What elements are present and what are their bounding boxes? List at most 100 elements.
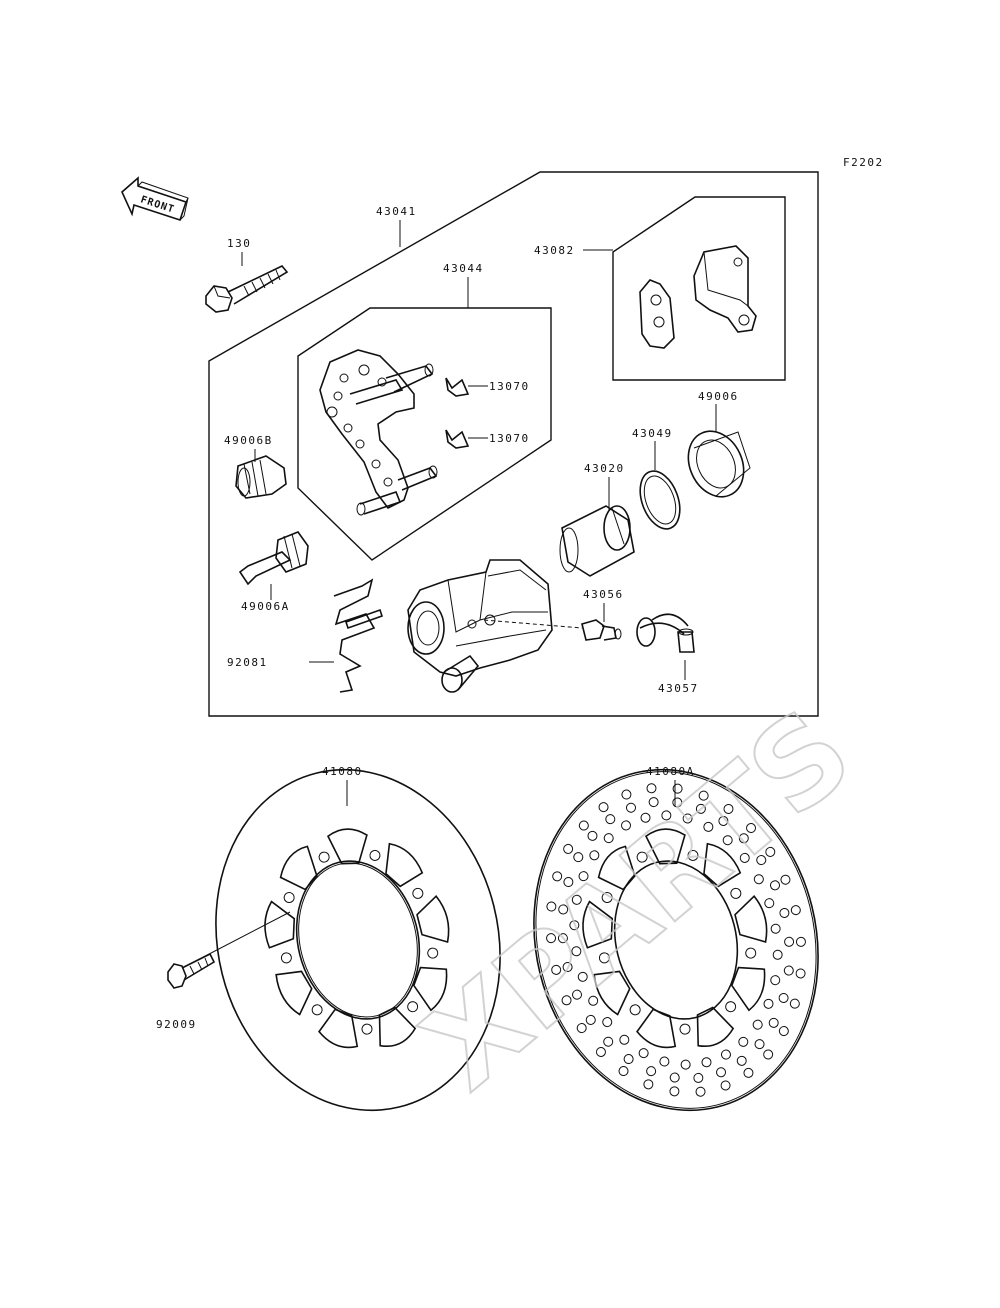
disc-vent-hole	[598, 802, 609, 813]
disc-bolt-hole	[629, 1004, 641, 1016]
disc-slot	[378, 1006, 417, 1048]
disc-vent-hole	[578, 871, 589, 882]
disc-vent-hole	[546, 933, 557, 944]
disc-bolt-hole	[283, 892, 295, 904]
disc-slot	[593, 970, 631, 1016]
disc-bolt-hole	[679, 1023, 691, 1035]
disc-vent-hole	[695, 803, 706, 814]
disc-vent-hole	[569, 920, 580, 931]
caliper-assembly-box	[208, 171, 819, 717]
disc-bolt-hole	[407, 1001, 419, 1013]
clip-13070-lower	[445, 429, 470, 449]
caliper-body	[407, 559, 553, 693]
disc-vent-hole	[772, 949, 783, 960]
disc-slot	[703, 842, 742, 888]
disc-slot	[597, 845, 636, 891]
disc-vent-hole	[551, 964, 562, 975]
disc-vent-hole	[672, 783, 683, 794]
pad-spring-92081	[333, 578, 384, 693]
sheet-code: F2202	[843, 156, 884, 169]
disc-vent-hole	[605, 814, 616, 825]
disc-bolt-hole	[280, 952, 292, 964]
disc-vent-hole	[669, 1086, 680, 1097]
piston-seal-43049	[639, 470, 681, 530]
disc-vent-hole	[646, 1066, 657, 1077]
bleeder-cap-43057	[636, 613, 695, 653]
disc-vent-hole	[621, 789, 632, 800]
disc-vent-hole	[603, 833, 614, 844]
label-43057: 43057	[658, 682, 699, 695]
disc-vent-hole	[738, 833, 749, 844]
label-43056: 43056	[583, 588, 624, 601]
disc-slot	[385, 842, 424, 888]
disc-slot	[275, 970, 313, 1016]
disc-vent-hole	[648, 797, 659, 808]
brake-disc-41080	[215, 768, 501, 1112]
disc-vent-hole	[795, 936, 806, 947]
label-43044: 43044	[443, 262, 484, 275]
disc-vent-hole	[780, 874, 791, 885]
disc-vent-hole	[621, 820, 632, 831]
disc-bolt-hole	[412, 887, 424, 899]
disc-vent-hole	[723, 803, 734, 814]
disc-vent-hole	[557, 933, 568, 944]
disc-vent-hole	[718, 815, 729, 826]
disc-vent-hole	[720, 1049, 731, 1060]
caliper-bracket	[319, 349, 438, 516]
disc-vent-hole	[669, 1072, 680, 1083]
disc-vent-hole	[783, 965, 794, 976]
disc-vent-hole	[571, 894, 582, 905]
disc-vent-hole	[789, 998, 800, 1009]
disc-vent-hole	[743, 1067, 754, 1078]
disc-vent-hole	[778, 992, 789, 1003]
disc-vent-hole	[695, 1086, 706, 1097]
brake-disc-41080A	[533, 768, 819, 1112]
disc-vent-hole	[720, 1080, 731, 1091]
disc-slot	[582, 900, 614, 949]
disc-vent-hole	[603, 1036, 614, 1047]
label-41080: 41080	[322, 765, 363, 778]
disc-slot	[730, 966, 766, 1012]
disc-vent-hole	[680, 1059, 691, 1070]
label-43041: 43041	[376, 205, 417, 218]
disc-vent-hole	[618, 1066, 629, 1077]
disc-bolt-hole	[311, 1004, 323, 1016]
disc-bolt-hole	[725, 1001, 737, 1013]
disc-vent-hole	[703, 821, 714, 832]
label-92009: 92009	[156, 1018, 197, 1031]
disc-vent-hole	[638, 1048, 649, 1059]
watermark-text: XPARTS	[398, 683, 877, 1116]
disc-vent-hole	[672, 797, 683, 808]
label-43082: 43082	[534, 244, 575, 257]
disc-vent-hole	[659, 1056, 670, 1067]
disc-slot	[734, 895, 768, 943]
pad-set-box	[612, 196, 786, 381]
disc-bolt-hole	[369, 849, 381, 861]
disc-vent-hole	[572, 989, 583, 1000]
disc-vent-hole	[790, 905, 801, 916]
dust-seal-49006	[687, 430, 751, 498]
disc-vent-hole	[625, 802, 636, 813]
disc-bolt-hole	[318, 851, 330, 863]
disc-vent-hole	[588, 995, 599, 1006]
disc-slot	[326, 828, 368, 865]
disc-vent-hole	[640, 812, 651, 823]
disc-vent-hole	[701, 1057, 712, 1068]
disc-vent-hole	[587, 830, 598, 841]
disc-vent-hole	[563, 877, 574, 888]
disc-vent-hole	[739, 852, 750, 863]
disc-vent-hole	[698, 790, 709, 801]
bolt-130	[205, 265, 289, 313]
disc-slot	[318, 1008, 359, 1049]
disc-vent-hole	[736, 1055, 747, 1066]
disc-vent-hole	[595, 1046, 606, 1057]
disc-bolt-hole	[636, 851, 648, 863]
disc-bolt-hole	[598, 952, 610, 964]
disc-vent-hole	[577, 971, 588, 982]
disc-vent-hole	[661, 810, 672, 821]
label-13070-upper: 13070	[489, 380, 530, 393]
bracket-box	[297, 307, 552, 561]
disc-vent-hole	[764, 898, 775, 909]
disc-vent-hole	[562, 962, 573, 973]
disc-vent-hole	[623, 1054, 634, 1065]
